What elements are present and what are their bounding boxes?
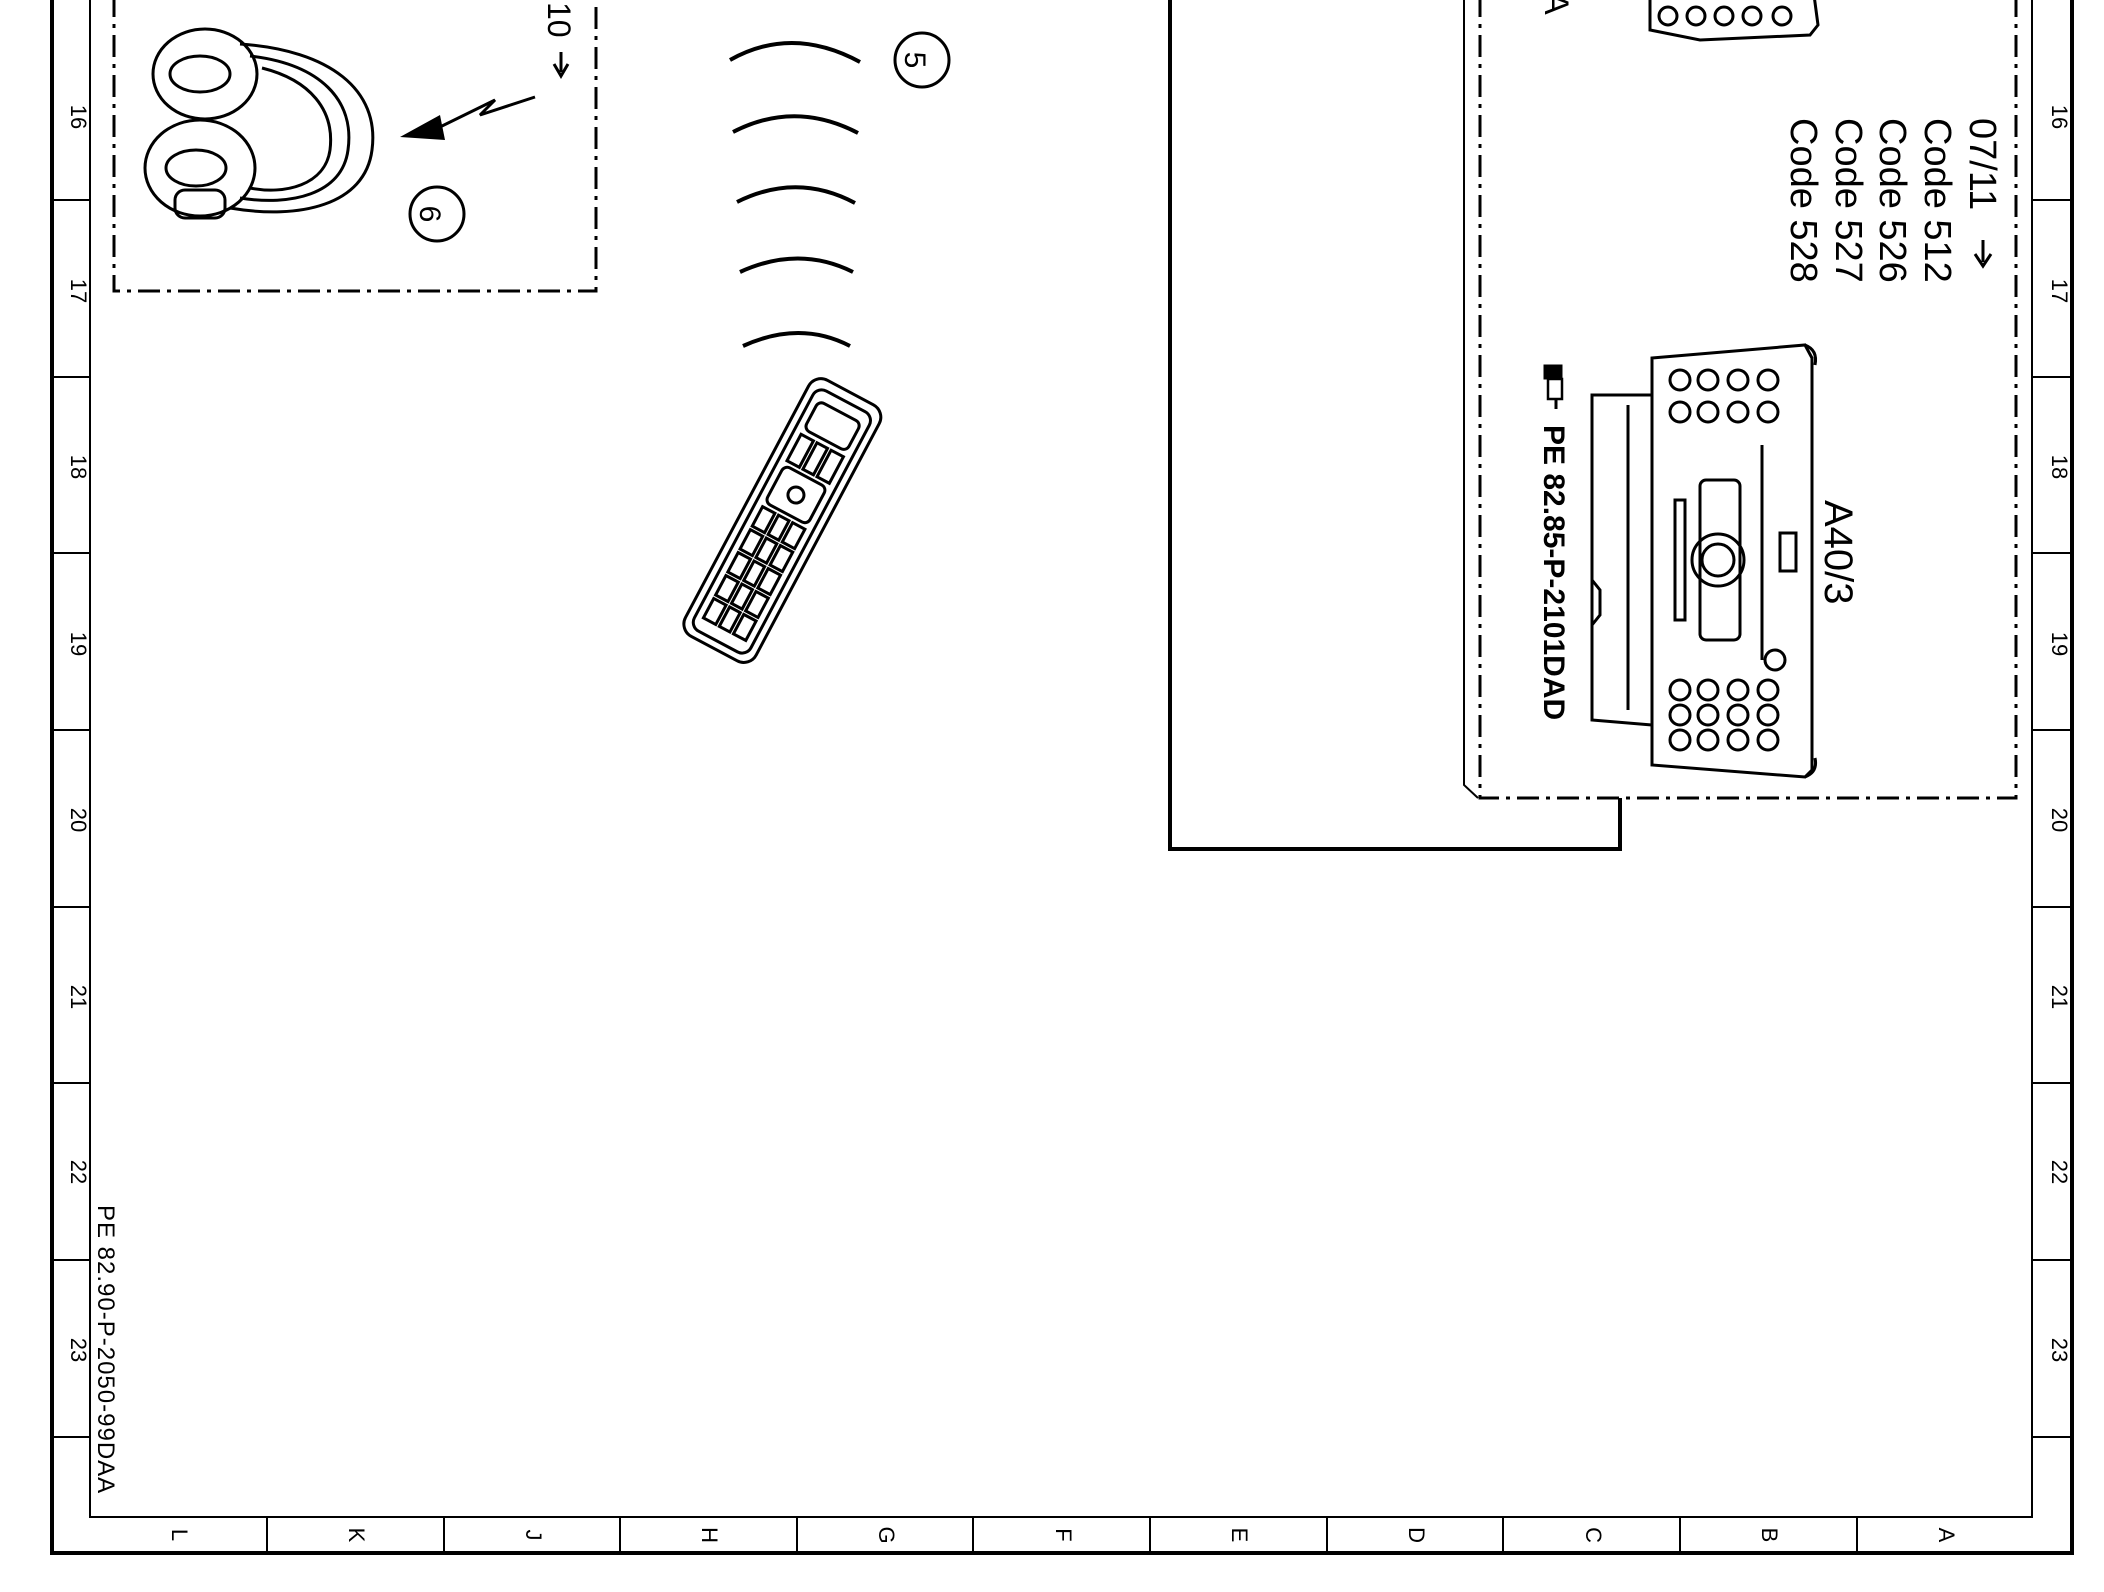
column-label: F bbox=[1051, 1528, 1076, 1541]
radio-unit-partial-icon bbox=[1648, 0, 1820, 42]
callout-circle bbox=[408, 185, 466, 243]
document-number: PE 82.90-P-2050-99DAA bbox=[92, 1205, 119, 1494]
column-label: C bbox=[1581, 1527, 1606, 1543]
outer-border bbox=[50, 0, 2074, 1555]
code-list-item: Code 512 bbox=[1916, 118, 1958, 283]
code-list-item: Code 528 bbox=[1782, 118, 1824, 283]
right-row-labels: 16 17 18 19 20 21 22 23 bbox=[2047, 105, 2072, 1362]
reference-text: PE 82.85-P-2101DAD bbox=[1537, 425, 1570, 720]
column-label: H bbox=[697, 1527, 722, 1543]
column-label: A bbox=[1934, 1528, 1959, 1543]
left-row-ruler bbox=[52, 199, 90, 1438]
row-label: 21 bbox=[66, 985, 91, 1009]
validity-marker: 10 bbox=[541, 2, 577, 38]
column-label: E bbox=[1227, 1528, 1252, 1543]
code-list-item: Code 526 bbox=[1871, 118, 1913, 283]
pointing-hand-icon bbox=[1543, 364, 1564, 409]
component-label: A40/3 bbox=[1816, 500, 1860, 605]
radio-box-corner bbox=[1463, 0, 1479, 799]
code-list-item: Code 527 bbox=[1827, 118, 1869, 283]
headphones-icon bbox=[143, 27, 375, 220]
row-label: 22 bbox=[66, 1160, 91, 1184]
remote-control-icon bbox=[682, 377, 883, 664]
row-label: 16 bbox=[2047, 105, 2072, 129]
bottom-column-labels: L K J H G F E D C B A bbox=[167, 1526, 1959, 1543]
callout-number-5: 5 bbox=[898, 52, 931, 69]
left-row-labels: 16 17 18 19 20 21 22 23 bbox=[66, 105, 91, 1362]
right-row-ruler bbox=[2032, 199, 2072, 1438]
column-label: J bbox=[521, 1530, 546, 1541]
column-label: K bbox=[344, 1528, 369, 1543]
radio-box: A 07/11 Code 512 Code 526 Code 527 Code … bbox=[1463, 0, 2018, 800]
date-arrow-icon bbox=[1973, 240, 1993, 269]
row-label: 19 bbox=[66, 632, 91, 656]
bottom-column-ruler bbox=[90, 1516, 2032, 1553]
radio-box-outline bbox=[1478, 0, 2018, 800]
radio-unit-icon bbox=[1590, 343, 1817, 779]
top-marker: A bbox=[1537, 0, 1575, 15]
column-label: D bbox=[1404, 1527, 1429, 1543]
row-label: 18 bbox=[2047, 455, 2072, 479]
callout-circle bbox=[893, 31, 951, 89]
wireless-arrowhead-icon bbox=[400, 115, 445, 140]
inner-border bbox=[89, 0, 2033, 1518]
column-label: B bbox=[1757, 1528, 1782, 1543]
wireless-signal-icon bbox=[439, 95, 536, 129]
callout-number-6: 6 bbox=[413, 206, 446, 223]
row-label: 20 bbox=[2047, 808, 2072, 832]
row-label: 17 bbox=[66, 279, 91, 303]
signal-waves-icon bbox=[729, 41, 861, 348]
headphone-box: 10 6 bbox=[112, 0, 598, 293]
row-label: 16 bbox=[66, 105, 91, 129]
row-label: 23 bbox=[2047, 1338, 2072, 1362]
code-list-date: 07/11 bbox=[1961, 118, 2003, 210]
row-label: 19 bbox=[2047, 632, 2072, 656]
row-label: 17 bbox=[2047, 279, 2072, 303]
row-label: 21 bbox=[2047, 985, 2072, 1009]
row-label: 22 bbox=[2047, 1160, 2072, 1184]
row-label: 23 bbox=[66, 1338, 91, 1362]
column-label: L bbox=[167, 1529, 192, 1541]
validity-arrow-icon bbox=[552, 52, 570, 79]
headphone-box-outline bbox=[112, 0, 598, 293]
row-label: 20 bbox=[66, 808, 91, 832]
code-list: 07/11 Code 512 Code 526 Code 527 Code 52… bbox=[1782, 118, 2003, 283]
row-label: 18 bbox=[66, 455, 91, 479]
solid-enclosure-line bbox=[1168, 0, 1622, 851]
column-label: G bbox=[874, 1526, 899, 1543]
